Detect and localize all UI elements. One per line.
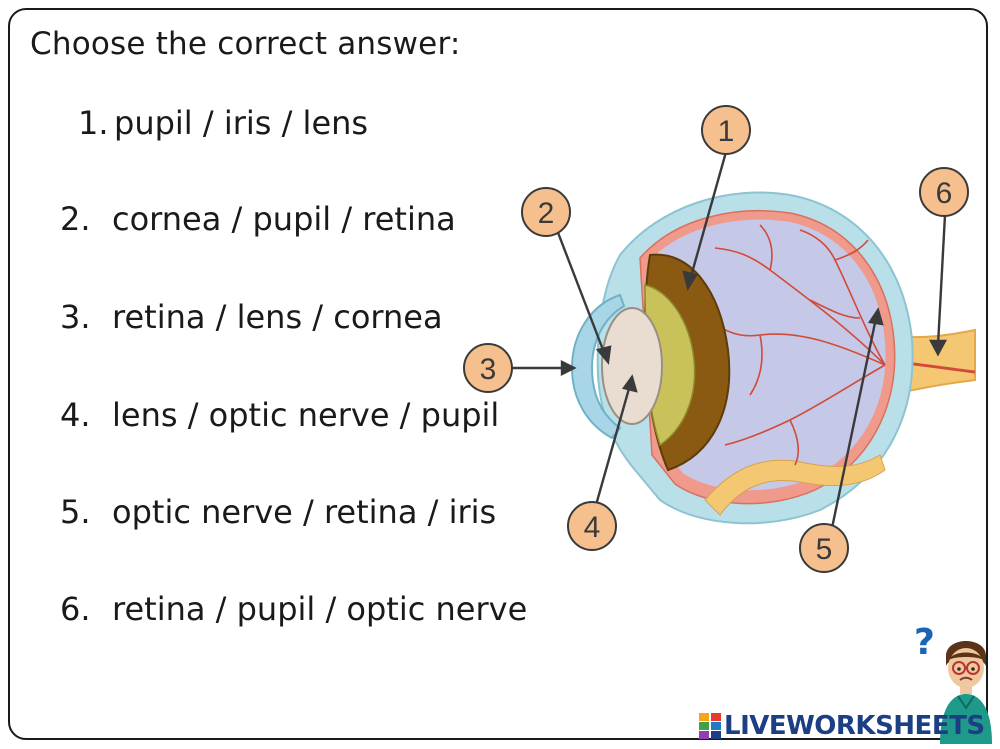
question-options[interactable]: retina / pupil / optic nerve (112, 590, 528, 628)
retina-cutaway (704, 454, 886, 516)
question-options[interactable]: cornea / pupil / retina (112, 200, 456, 238)
svg-text:6: 6 (936, 177, 953, 210)
svg-text:4: 4 (584, 511, 601, 544)
blood-vessels (709, 224, 886, 466)
instruction-text: Choose the correct answer: (30, 26, 461, 62)
question-options[interactable]: retina / lens / cornea (112, 298, 443, 336)
svg-text:3: 3 (480, 353, 497, 386)
question-4: 4. lens / optic nerve / pupil (60, 396, 499, 434)
question-mark-icon: ? (914, 622, 935, 663)
question-options[interactable]: lens / optic nerve / pupil (112, 396, 500, 434)
question-2: 2. cornea / pupil / retina (60, 200, 456, 238)
question-options[interactable]: pupil / iris / lens (114, 104, 369, 142)
label-5: 5 (799, 523, 849, 573)
svg-text:2: 2 (538, 197, 555, 230)
liveworksheets-logo-icon (699, 713, 721, 739)
question-number: 1. (78, 104, 109, 142)
question-number: 5. (60, 493, 91, 531)
question-1: 1.pupil / iris / lens (60, 104, 368, 142)
eye-diagram: 1 2 3 4 5 6 (463, 105, 976, 573)
label-2: 2 (521, 187, 571, 237)
question-3: 3. retina / lens / cornea (60, 298, 443, 336)
label-3: 3 (463, 343, 513, 393)
svg-text:5: 5 (816, 533, 833, 566)
label-6: 6 (919, 167, 969, 217)
liveworksheets-logo: LIVEWORKSHEETS (698, 710, 985, 742)
question-number: 4. (60, 396, 91, 434)
svg-text:1: 1 (718, 115, 735, 148)
liveworksheets-logo-text: LIVEWORKSHEETS (724, 711, 985, 741)
question-number: 3. (60, 298, 91, 336)
avatar (940, 641, 992, 744)
question-number: 6. (60, 590, 91, 628)
question-6: 6. retina / pupil / optic nerve (60, 590, 527, 628)
question-5: 5. optic nerve / retina / iris (60, 493, 496, 531)
lens (601, 307, 663, 425)
cornea (570, 293, 626, 440)
label-1: 1 (701, 105, 751, 155)
label-4: 4 (567, 501, 617, 551)
question-options[interactable]: optic nerve / retina / iris (112, 493, 497, 531)
pointer-lines (510, 151, 948, 529)
question-number: 2. (60, 200, 91, 238)
